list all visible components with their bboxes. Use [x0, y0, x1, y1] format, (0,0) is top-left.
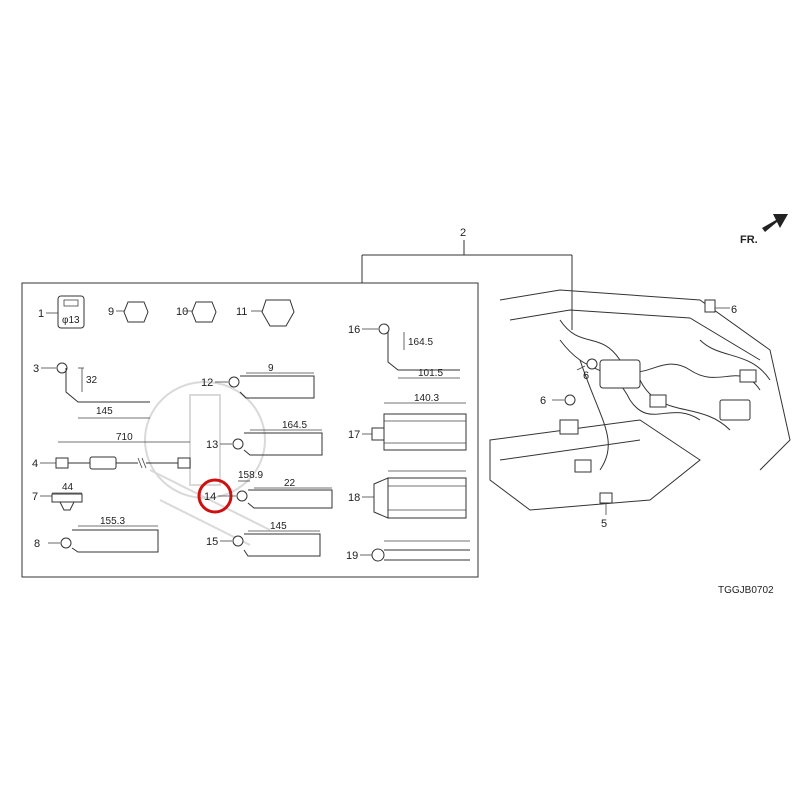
front-direction-indicator: FR. [740, 214, 788, 246]
group-number: 2 [460, 227, 466, 239]
part-7-clip[interactable]: 44 7 [32, 482, 83, 511]
dim-12: 9 [268, 363, 274, 374]
part-4-harness[interactable]: 710 4 [32, 432, 191, 470]
part-13-band[interactable]: 164.5 13 [206, 420, 323, 456]
dim-14-offset: 158.9 [238, 470, 263, 481]
part-1-clip[interactable]: 1 φ13 [38, 295, 85, 329]
part-15-band[interactable]: 145 15 [206, 521, 321, 557]
callout-9: 10 [176, 306, 188, 318]
callout-11: 8 [34, 538, 40, 550]
callout-8: 9 [108, 306, 114, 318]
callout-10: 11 [236, 306, 247, 318]
part-18-tie[interactable]: 18 [348, 470, 467, 519]
parts-kit-frame [21, 282, 479, 578]
callout-4: 4 [32, 458, 38, 470]
callout-17: 17 [348, 429, 360, 441]
part-14-band[interactable]: 158.9 22 14 [197, 470, 333, 514]
dim-3-height: 32 [86, 375, 98, 386]
callout-15: 15 [206, 536, 218, 548]
front-label: FR. [740, 234, 758, 246]
dim-4: 710 [116, 432, 133, 443]
dim-7: 44 [62, 482, 74, 493]
callout-6-middle: 6 [583, 370, 589, 382]
callout-13: 13 [206, 439, 218, 451]
dim-14-length: 22 [284, 478, 296, 489]
part-8-clip[interactable]: 9 [108, 301, 149, 323]
dim-13: 164.5 [282, 420, 307, 431]
dim-3-length: 145 [96, 406, 113, 417]
callout-6-left: 6 [540, 395, 546, 407]
dim-16-length: 101.5 [418, 368, 443, 379]
callout-14: 14 [204, 491, 216, 503]
part-17-tie[interactable]: 140.3 17 [348, 393, 467, 451]
dim-17: 140.3 [414, 393, 439, 404]
dim-1: φ13 [62, 315, 80, 326]
callout-5: 5 [601, 518, 607, 530]
callout-16: 16 [348, 324, 360, 336]
front-arrow-icon [762, 214, 788, 232]
callout-18: 18 [348, 492, 360, 504]
callout-1: 1 [38, 308, 44, 320]
part-16-bracket[interactable]: 16 164.5 101.5 [348, 323, 460, 379]
part-10-clip[interactable]: 11 [236, 299, 295, 327]
part-12-band[interactable]: 9 12 [201, 363, 315, 399]
diagram-code: TGGJB0702 [718, 585, 774, 596]
part-3-bracket[interactable]: 3 32 145 [33, 362, 150, 419]
callout-6-top: 6 [731, 304, 737, 316]
part-19-clamp[interactable]: 19 [346, 540, 470, 562]
dashboard-harness-illustration [489, 289, 791, 515]
callout-19: 19 [346, 550, 358, 562]
callout-7: 7 [32, 491, 38, 503]
part-11-band[interactable]: 155.3 8 [34, 516, 159, 553]
callout-12: 12 [201, 377, 213, 389]
part-9-clip[interactable]: 10 [176, 301, 217, 323]
dim-16-height: 164.5 [408, 337, 433, 348]
dim-15: 145 [270, 521, 287, 532]
callout-3: 3 [33, 363, 39, 375]
group-bracket [361, 240, 573, 330]
dim-11: 155.3 [100, 516, 125, 527]
